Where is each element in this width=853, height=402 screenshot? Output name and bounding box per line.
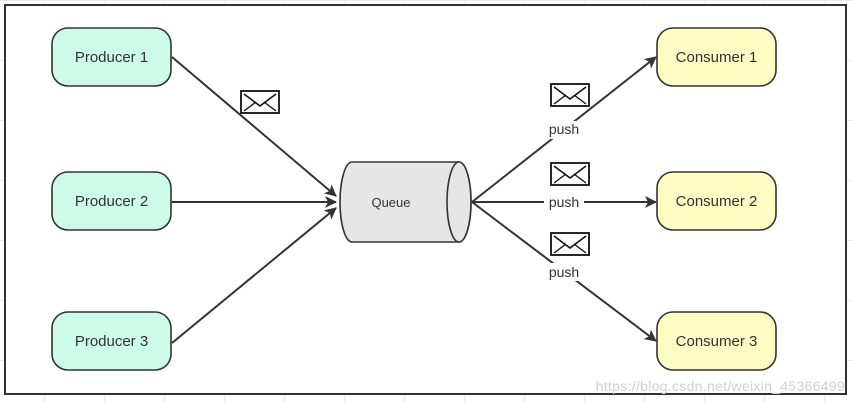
- consumer-node[interactable]: Consumer 1: [656, 27, 777, 87]
- edge-producer-3-queue: [171, 207, 337, 344]
- queue-label: Queue: [371, 195, 410, 210]
- push-label-2: push: [544, 193, 584, 211]
- svg-text:push: push: [549, 264, 579, 280]
- envelope-icon: [550, 232, 590, 256]
- watermark: https://blog.csdn.net/weixin_45366499: [595, 378, 845, 394]
- consumer-label: Consumer 3: [676, 333, 758, 350]
- consumer-node[interactable]: Consumer 2: [656, 171, 777, 231]
- producer-node[interactable]: Producer 3: [51, 311, 172, 371]
- envelope-icon: [550, 162, 590, 186]
- producer-node[interactable]: Producer 1: [51, 27, 172, 87]
- push-label-1: push: [544, 121, 584, 139]
- consumer-label: Consumer 2: [676, 193, 758, 210]
- edge-producer-1-queue: [171, 56, 337, 197]
- producer-label: Producer 1: [75, 49, 148, 66]
- consumer-node[interactable]: Consumer 3: [656, 311, 777, 371]
- producer-label: Producer 3: [75, 333, 148, 350]
- svg-text:push: push: [549, 194, 579, 210]
- queue-node[interactable]: Queue: [339, 161, 472, 243]
- envelope-icon: [550, 83, 590, 107]
- push-label-3: push: [544, 263, 584, 281]
- consumer-label: Consumer 1: [676, 49, 758, 66]
- producer-label: Producer 2: [75, 193, 148, 210]
- svg-text:push: push: [549, 121, 579, 137]
- envelope-icon: [240, 90, 280, 114]
- producer-node[interactable]: Producer 2: [51, 171, 172, 231]
